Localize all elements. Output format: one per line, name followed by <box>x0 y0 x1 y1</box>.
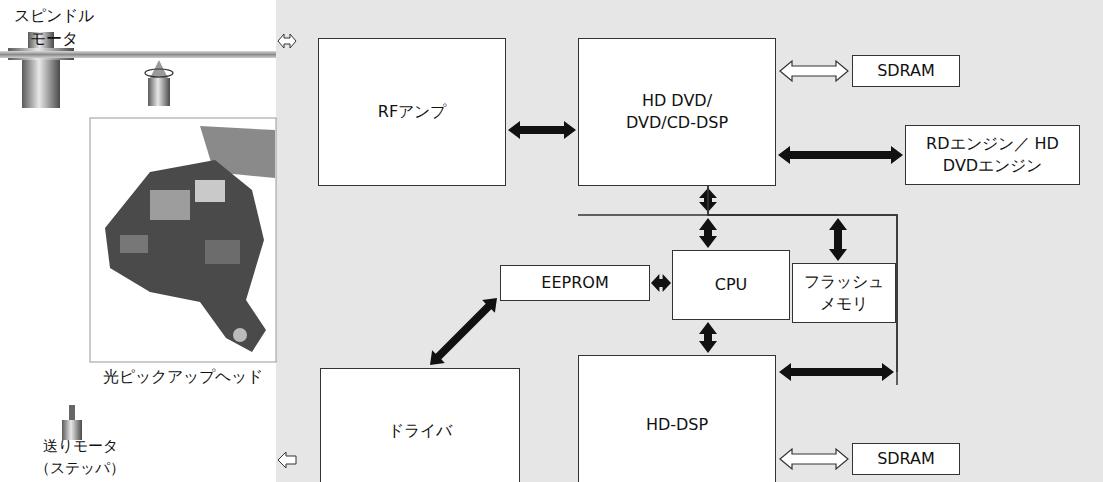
box-label: RDエンジン／ HD DVDエンジン <box>926 133 1060 176</box>
memory-box: SDRAM <box>852 55 960 87</box>
arrow-shape <box>508 121 576 139</box>
amplifier-box: RFアンプ <box>318 38 506 186</box>
text-group: フラッシュ メモリ <box>800 271 888 314</box>
text-group: SDRAM <box>877 60 935 82</box>
arrow-shape <box>780 449 848 469</box>
bus-arrow <box>778 146 903 164</box>
arrow-shape <box>699 218 717 248</box>
box-label: ドライバ <box>388 420 452 442</box>
text-group: RDエンジン／ HD DVDエンジン <box>926 133 1060 176</box>
box-label: SDRAM <box>877 60 935 82</box>
hollow-arrow <box>278 34 296 48</box>
pickup-photo <box>90 118 276 362</box>
dsp-box: HD-DSP <box>578 355 776 482</box>
box-label: HD-DSP <box>646 414 708 436</box>
hollow-arrow <box>278 452 296 468</box>
text-group: CPU <box>715 274 748 296</box>
memory-box: フラッシュ メモリ <box>792 263 896 323</box>
bus-arrow <box>780 449 848 469</box>
arrow-shape <box>651 274 671 292</box>
arrow-shape <box>780 61 848 81</box>
feed-motor <box>62 405 82 440</box>
text-group: HD DVD/ DVD/CD-DSP <box>612 90 742 133</box>
text-group: SDRAM <box>877 448 935 470</box>
bus-arrow <box>708 186 897 381</box>
box-label: SDRAM <box>877 448 935 470</box>
text-group: EEPROM <box>541 272 608 294</box>
engine-box: RDエンジン／ HD DVDエンジン <box>905 125 1080 185</box>
objective-lens <box>145 60 173 106</box>
part-name: 光ピックアップヘッド <box>90 365 276 388</box>
bus-arrow <box>780 61 848 81</box>
memory-box: EEPROM <box>500 265 650 301</box>
text-group: RFアンプ <box>378 101 446 123</box>
box-label: CPU <box>715 274 748 296</box>
arrow-shape <box>699 322 717 353</box>
text-group: HD-DSP <box>646 414 708 436</box>
box-label: HD DVD/ DVD/CD-DSP <box>612 90 742 133</box>
arrow-shape <box>779 363 894 381</box>
bus-arrow <box>651 274 671 292</box>
text-group: ドライバ <box>388 420 452 442</box>
bus-arrow <box>430 298 497 365</box>
arrow-shape <box>708 186 838 215</box>
arrow-shape <box>430 298 497 365</box>
arrow-shape <box>778 146 903 164</box>
dsp-box: HD DVD/ DVD/CD-DSP <box>578 38 776 186</box>
bus-arrow <box>699 322 717 353</box>
memory-box: SDRAM <box>852 443 960 475</box>
box-label: フラッシュ メモリ <box>800 271 888 314</box>
cpu-box: CPU <box>672 250 790 320</box>
arrow-shape <box>829 218 847 261</box>
box-label: RFアンプ <box>378 101 446 123</box>
driver-box: ドライバ <box>320 368 520 482</box>
bus-arrow <box>508 121 576 139</box>
arrow-shape <box>708 186 897 372</box>
part-name: スピンドル モータ <box>6 4 101 50</box>
part-name: 送りモータ （ステッパ） <box>30 436 130 480</box>
box-label: EEPROM <box>541 272 608 294</box>
